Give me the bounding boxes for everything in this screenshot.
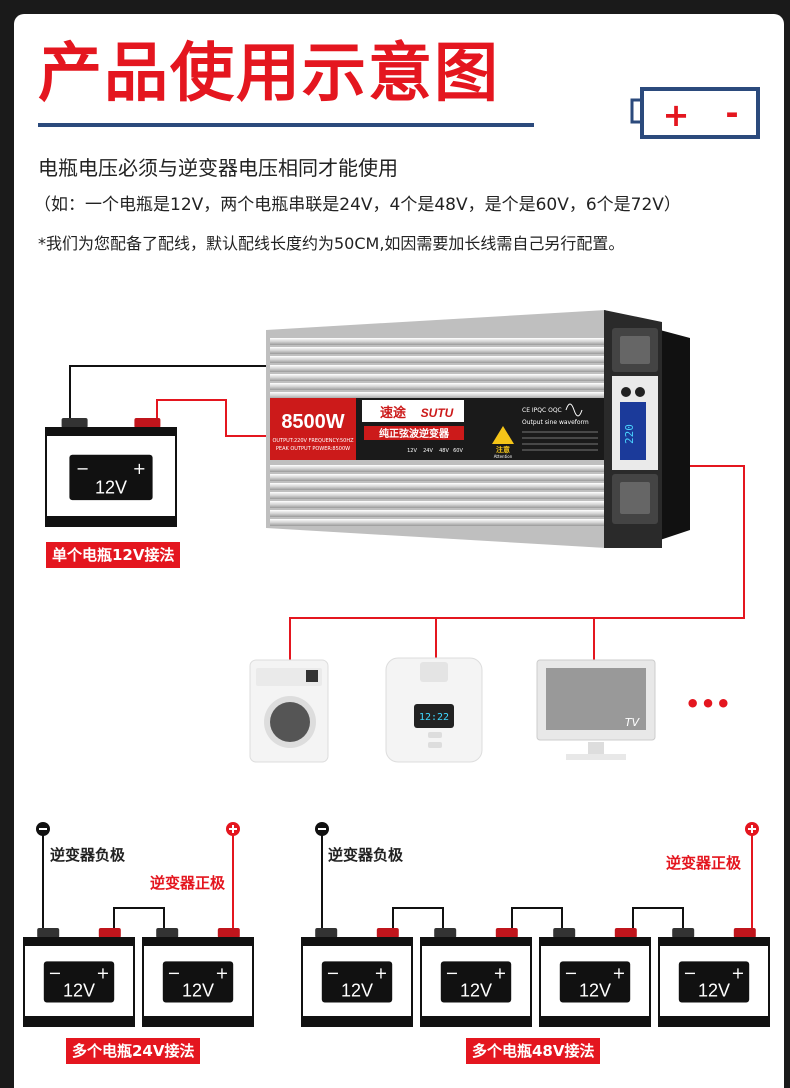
rice-cooker-icon: 12:22	[385, 657, 483, 763]
warning-icon	[492, 426, 514, 444]
inverter-positive-label: 逆变器正极	[150, 874, 226, 892]
battery-plus: +	[96, 964, 109, 983]
intro-text: 电瓶电压必须与逆变器电压相同才能使用	[38, 156, 398, 180]
battery-plus: +	[493, 964, 506, 983]
battery-icon: + -	[630, 87, 760, 139]
sine-wave-icon	[565, 403, 583, 417]
battery-plus: +	[215, 964, 228, 983]
warning-label-en: Attention	[494, 454, 513, 459]
positive-wire	[156, 399, 272, 437]
single-battery-label: 单个电瓶12V接法	[46, 542, 181, 568]
cert-label: CE IPQC OQC	[522, 407, 562, 414]
battery-voltage: 12V	[579, 981, 611, 1001]
battery-minus: −	[326, 964, 339, 983]
battery-voltage: 12V	[698, 981, 730, 1001]
battery-minus: −	[48, 964, 61, 983]
inverter-front-panel: 220	[604, 310, 690, 548]
voltage-option: 60V	[453, 448, 463, 454]
24v-label: 多个电瓶24V接法	[66, 1038, 201, 1064]
lcd-reading: 220	[623, 424, 636, 444]
battery-group: −+12V−+12V−+12V−+12V−+12V−+12V−+12V	[23, 418, 770, 1027]
power-button[interactable]	[621, 387, 631, 397]
battery-voltage: 12V	[460, 981, 492, 1001]
battery-icon-plus: +	[663, 96, 690, 134]
battery-voltage: 12V	[63, 981, 95, 1001]
inverter-body: 8500W OUTPUT:220V FREQUENCY:50HZ PEAK OU…	[266, 310, 606, 548]
waveform-label: Output sine waveform	[522, 419, 589, 426]
battery-minus: −	[445, 964, 458, 983]
inverter-negative-label: 逆变器负极	[50, 846, 126, 864]
inverter-positive-label: 逆变器正极	[666, 854, 742, 872]
wiring-48v	[321, 832, 753, 930]
warning-label: 注意	[496, 445, 510, 454]
inverter-brand: 速途	[380, 405, 407, 421]
example-text: （如：一个电瓶是12V，两个电瓶串联是24V，4个是48V，是个是60V，6个是…	[34, 195, 681, 215]
voltage-option: 12V	[407, 448, 417, 454]
battery-12v: − +12V	[539, 928, 651, 1027]
battery-plus: +	[612, 964, 625, 983]
voltage-option: 48V	[439, 448, 449, 454]
output-wire	[289, 465, 745, 660]
tv-label: TV	[625, 716, 641, 729]
battery-plus: +	[133, 459, 146, 478]
battery-minus: −	[76, 459, 89, 478]
battery-12v: − +12V	[301, 928, 413, 1027]
inverter-spec-1: OUTPUT:220V FREQUENCY:50HZ	[272, 438, 354, 444]
washing-machine-icon	[249, 659, 329, 763]
battery-12v: − +12V	[142, 928, 254, 1027]
mode-button[interactable]	[635, 387, 645, 397]
inverter-negative-label: 逆变器负极	[328, 846, 404, 864]
battery-icon-minus: -	[725, 94, 738, 132]
negative-wire	[69, 365, 272, 420]
battery-voltage: 12V	[341, 981, 373, 1001]
battery-12v: − +12V	[658, 928, 770, 1027]
battery-minus: −	[167, 964, 180, 983]
title-underline	[38, 123, 534, 127]
battery-12v: − +12V	[23, 928, 135, 1027]
inverter-spec-2: PEAK OUTPUT POWER:8500W	[276, 446, 350, 452]
battery-12v: − +12V	[420, 928, 532, 1027]
battery-minus: −	[564, 964, 577, 983]
cooker-clock: 12:22	[419, 712, 449, 723]
battery-plus: +	[374, 964, 387, 983]
inverter-type: 纯正弦波逆变器	[379, 427, 450, 440]
battery-minus: −	[683, 964, 696, 983]
note-text: *我们为您配备了配线，默认配线长度约为50CM,如因需要加长线需自己另行配置。	[38, 234, 625, 253]
battery-voltage: 12V	[182, 981, 214, 1001]
battery-voltage: 12V	[95, 478, 127, 498]
battery-plus: +	[731, 964, 744, 983]
voltage-option: 24V	[423, 448, 433, 454]
wiring-24v	[42, 832, 234, 930]
inverter-power-label: 8500W	[281, 411, 344, 433]
battery-12v: − +12V	[45, 418, 177, 527]
more-appliances-dots: •••	[685, 690, 731, 718]
inverter-brand-en: SUTU	[421, 406, 454, 420]
tv-icon: TV	[536, 659, 656, 760]
lcd-screen	[620, 402, 646, 460]
48v-label: 多个电瓶48V接法	[466, 1038, 601, 1064]
page-title: 产品使用示意图	[38, 37, 500, 111]
